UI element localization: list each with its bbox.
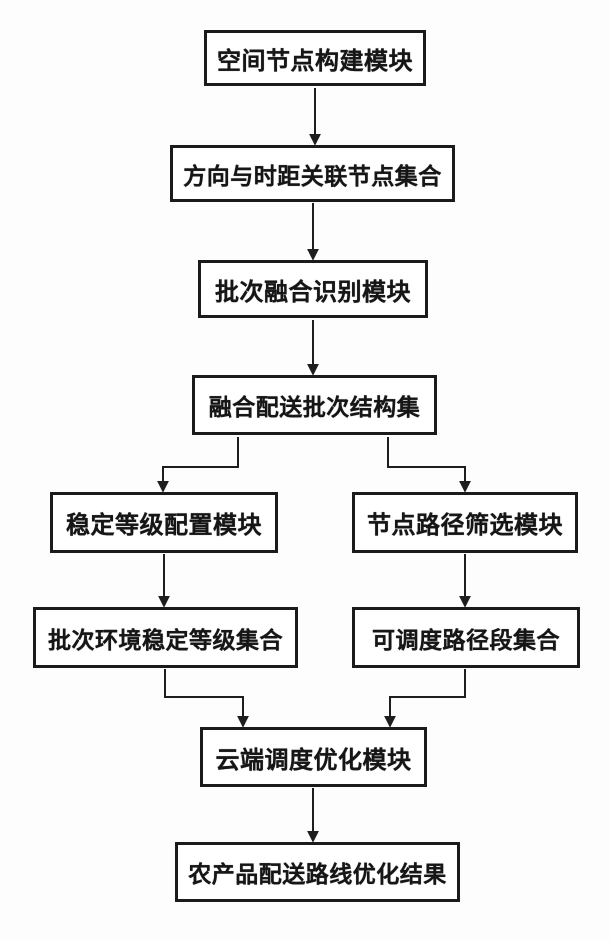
node-fused-delivery-batch-structure-set: 融合配送批次结构集 bbox=[192, 375, 437, 435]
node-batch-fusion-identification-module: 批次融合识别模块 bbox=[198, 260, 428, 318]
node-agricultural-product-delivery-route-optimization-result: 农产品配送路线优化结果 bbox=[175, 842, 460, 902]
node-stability-level-configuration-module: 稳定等级配置模块 bbox=[50, 492, 278, 553]
node-direction-time-distance-associated-node-set: 方向与时距关联节点集合 bbox=[170, 145, 455, 202]
node-node-path-screening-module: 节点路径筛选模块 bbox=[352, 492, 578, 553]
node-cloud-scheduling-optimization-module: 云端调度优化模块 bbox=[200, 727, 427, 787]
arrow-n8-n9 bbox=[384, 669, 466, 728]
arrow-n4-n5 bbox=[157, 437, 239, 493]
node-batch-environment-stability-level-set: 批次环境稳定等级集合 bbox=[33, 607, 298, 668]
node-schedulable-path-segment-set: 可调度路径段集合 bbox=[352, 607, 580, 668]
arrow-n7-n9 bbox=[164, 669, 249, 728]
arrow-n4-n6 bbox=[387, 437, 471, 493]
node-spatial-node-construction-module: 空间节点构建模块 bbox=[204, 30, 426, 86]
